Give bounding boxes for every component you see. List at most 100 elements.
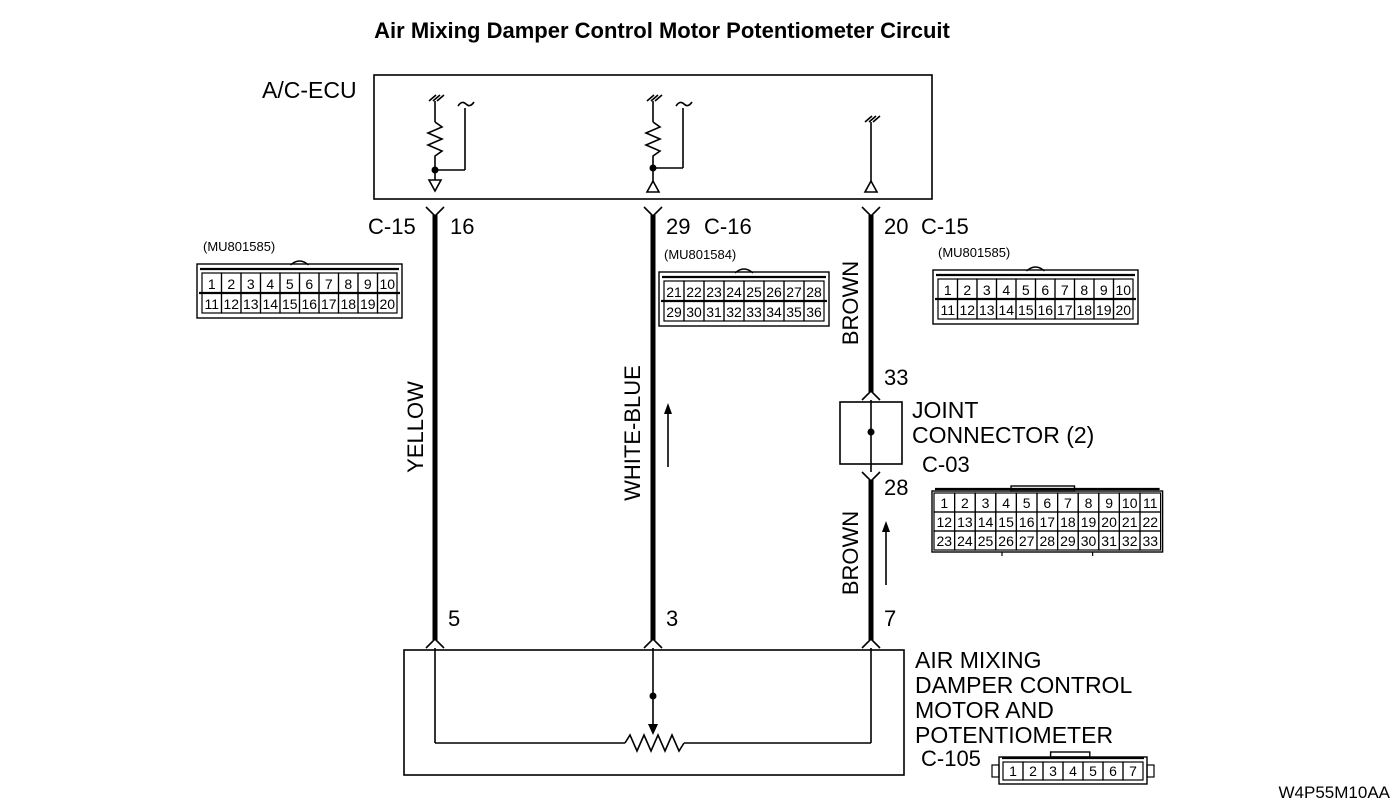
pin-top-middle-connector: C-16 [704,214,752,239]
connector-pin-number: 33 [746,304,762,320]
joint-connector-code: C-03 [922,452,970,477]
connector-pin-number: 9 [1100,282,1108,298]
pin-top-right-number: 20 [884,214,908,239]
ecu-middle-internal-circuit [643,94,693,193]
connector-pin-number: 8 [1080,282,1088,298]
connector-pin-number: 15 [282,296,298,312]
wire-color-white-blue: WHITE-BLUE [620,365,645,501]
motor-connector-code: C-105 [921,746,981,771]
joint-pin-in: 33 [884,365,908,390]
connector-pin-number: 24 [726,284,742,300]
connector-pin-number: 24 [957,533,973,549]
current-arrow-middle [664,403,672,467]
ecu-left-internal-circuit [425,94,475,193]
ecu-right-internal-circuit [863,115,881,193]
connector-pin-number: 4 [1002,282,1010,298]
connector-pin-number: 5 [286,276,294,292]
connector-pin-number: 12 [937,514,953,530]
connector-pin-number: 22 [686,284,702,300]
wire-brown-lower [861,471,881,649]
wire-color-brown-lower: BROWN [838,511,863,595]
connector-pin-number: 19 [1081,514,1097,530]
connector-pin-number: 26 [766,284,782,300]
connector-pin-number: 6 [1043,495,1051,511]
connector-pin-number: 3 [982,495,990,511]
pin-bottom-right: 7 [884,606,896,631]
connector-pin-number: 28 [1040,533,1056,549]
pin-bottom-left: 5 [448,606,460,631]
connector-pin-number: 1 [944,282,952,298]
connector-pin-number: 7 [1129,763,1137,779]
connector-pin-number: 15 [998,514,1014,530]
wire-brown-upper [861,206,881,401]
ac-ecu-label: A/C-ECU [262,77,357,103]
connector-left-part: (MU801585) [203,239,275,254]
connector-pin-number: 13 [979,302,995,318]
current-arrow-right [882,521,890,585]
wire-yellow [425,206,445,649]
connector-pin-number: 11 [1143,495,1158,511]
pin-top-left-number: 16 [450,214,474,239]
connector-pin-cell [1112,298,1134,320]
connector-pin-number: 6 [305,276,313,292]
connector-pin-number: 11 [940,302,955,318]
connector-pin-number: 32 [726,304,742,320]
connector-pin-number: 15 [1018,302,1034,318]
connector-pin-number: 3 [983,282,991,298]
connector-pin-number: 4 [1002,495,1010,511]
motor-potentiometer-box [403,649,905,776]
connector-pin-number: 7 [1061,282,1069,298]
connector-pin-number: 13 [243,296,259,312]
connector-pin-number: 9 [364,276,372,292]
wire-color-yellow: YELLOW [403,381,428,473]
connector-pin-number: 3 [247,276,255,292]
connector-pin-number: 20 [1101,514,1117,530]
pin-top-right-connector: C-15 [921,214,969,239]
connector-pin-number: 10 [1115,282,1131,298]
connector-pin-number: 2 [1029,763,1037,779]
pin-top-middle-number: 29 [666,214,690,239]
connector-pin-number: 19 [1096,302,1112,318]
connector-pin-number: 17 [1057,302,1073,318]
connector-pin-number: 1 [940,495,948,511]
connector-pin-number: 18 [1076,302,1092,318]
connector-pin-number: 7 [1064,495,1072,511]
connector-pin-number: 16 [1037,302,1053,318]
connector-pin-number: 1 [1009,763,1017,779]
pin-top-left-connector: C-15 [368,214,416,239]
connector-pin-cell [803,300,825,322]
connector-pin-number: 12 [223,296,239,312]
connector-pin-number: 17 [1040,514,1056,530]
connector-pin-number: 7 [325,276,333,292]
connector-pin-number: 23 [937,533,953,549]
connector-pin-number: 35 [786,304,802,320]
connector-pin-number: 32 [1122,533,1138,549]
connector-pin-number: 27 [786,284,802,300]
connector-pin-number: 6 [1109,763,1117,779]
connector-pin-number: 4 [1069,763,1077,779]
connector-pin-cell [1139,530,1162,551]
connector-pin-number: 26 [998,533,1014,549]
connector-pin-number: 12 [959,302,975,318]
connector-pin-number: 34 [766,304,782,320]
connector-pin-number: 3 [1049,763,1057,779]
connector-pin-number: 1 [208,276,216,292]
connector-pin-number: 14 [998,302,1014,318]
connector-pin-number: 28 [806,284,822,300]
connector-right-part: (MU801585) [938,245,1010,260]
connector-pin-number: 4 [266,276,274,292]
connector-pin-number: 16 [301,296,317,312]
connector-pin-cell [376,292,398,314]
connector-pin-number: 2 [227,276,235,292]
connector-pin-cell [1122,761,1144,781]
potentiometer-symbol [434,648,872,753]
ac-ecu-box [373,74,933,200]
connector-pin-number: 20 [1115,302,1131,318]
connector-pin-number: 2 [961,495,969,511]
connector-pin-number: 5 [1089,763,1097,779]
motor-label-line4: POTENTIOMETER [915,722,1113,748]
joint-label-line1: JOINT [912,397,978,423]
